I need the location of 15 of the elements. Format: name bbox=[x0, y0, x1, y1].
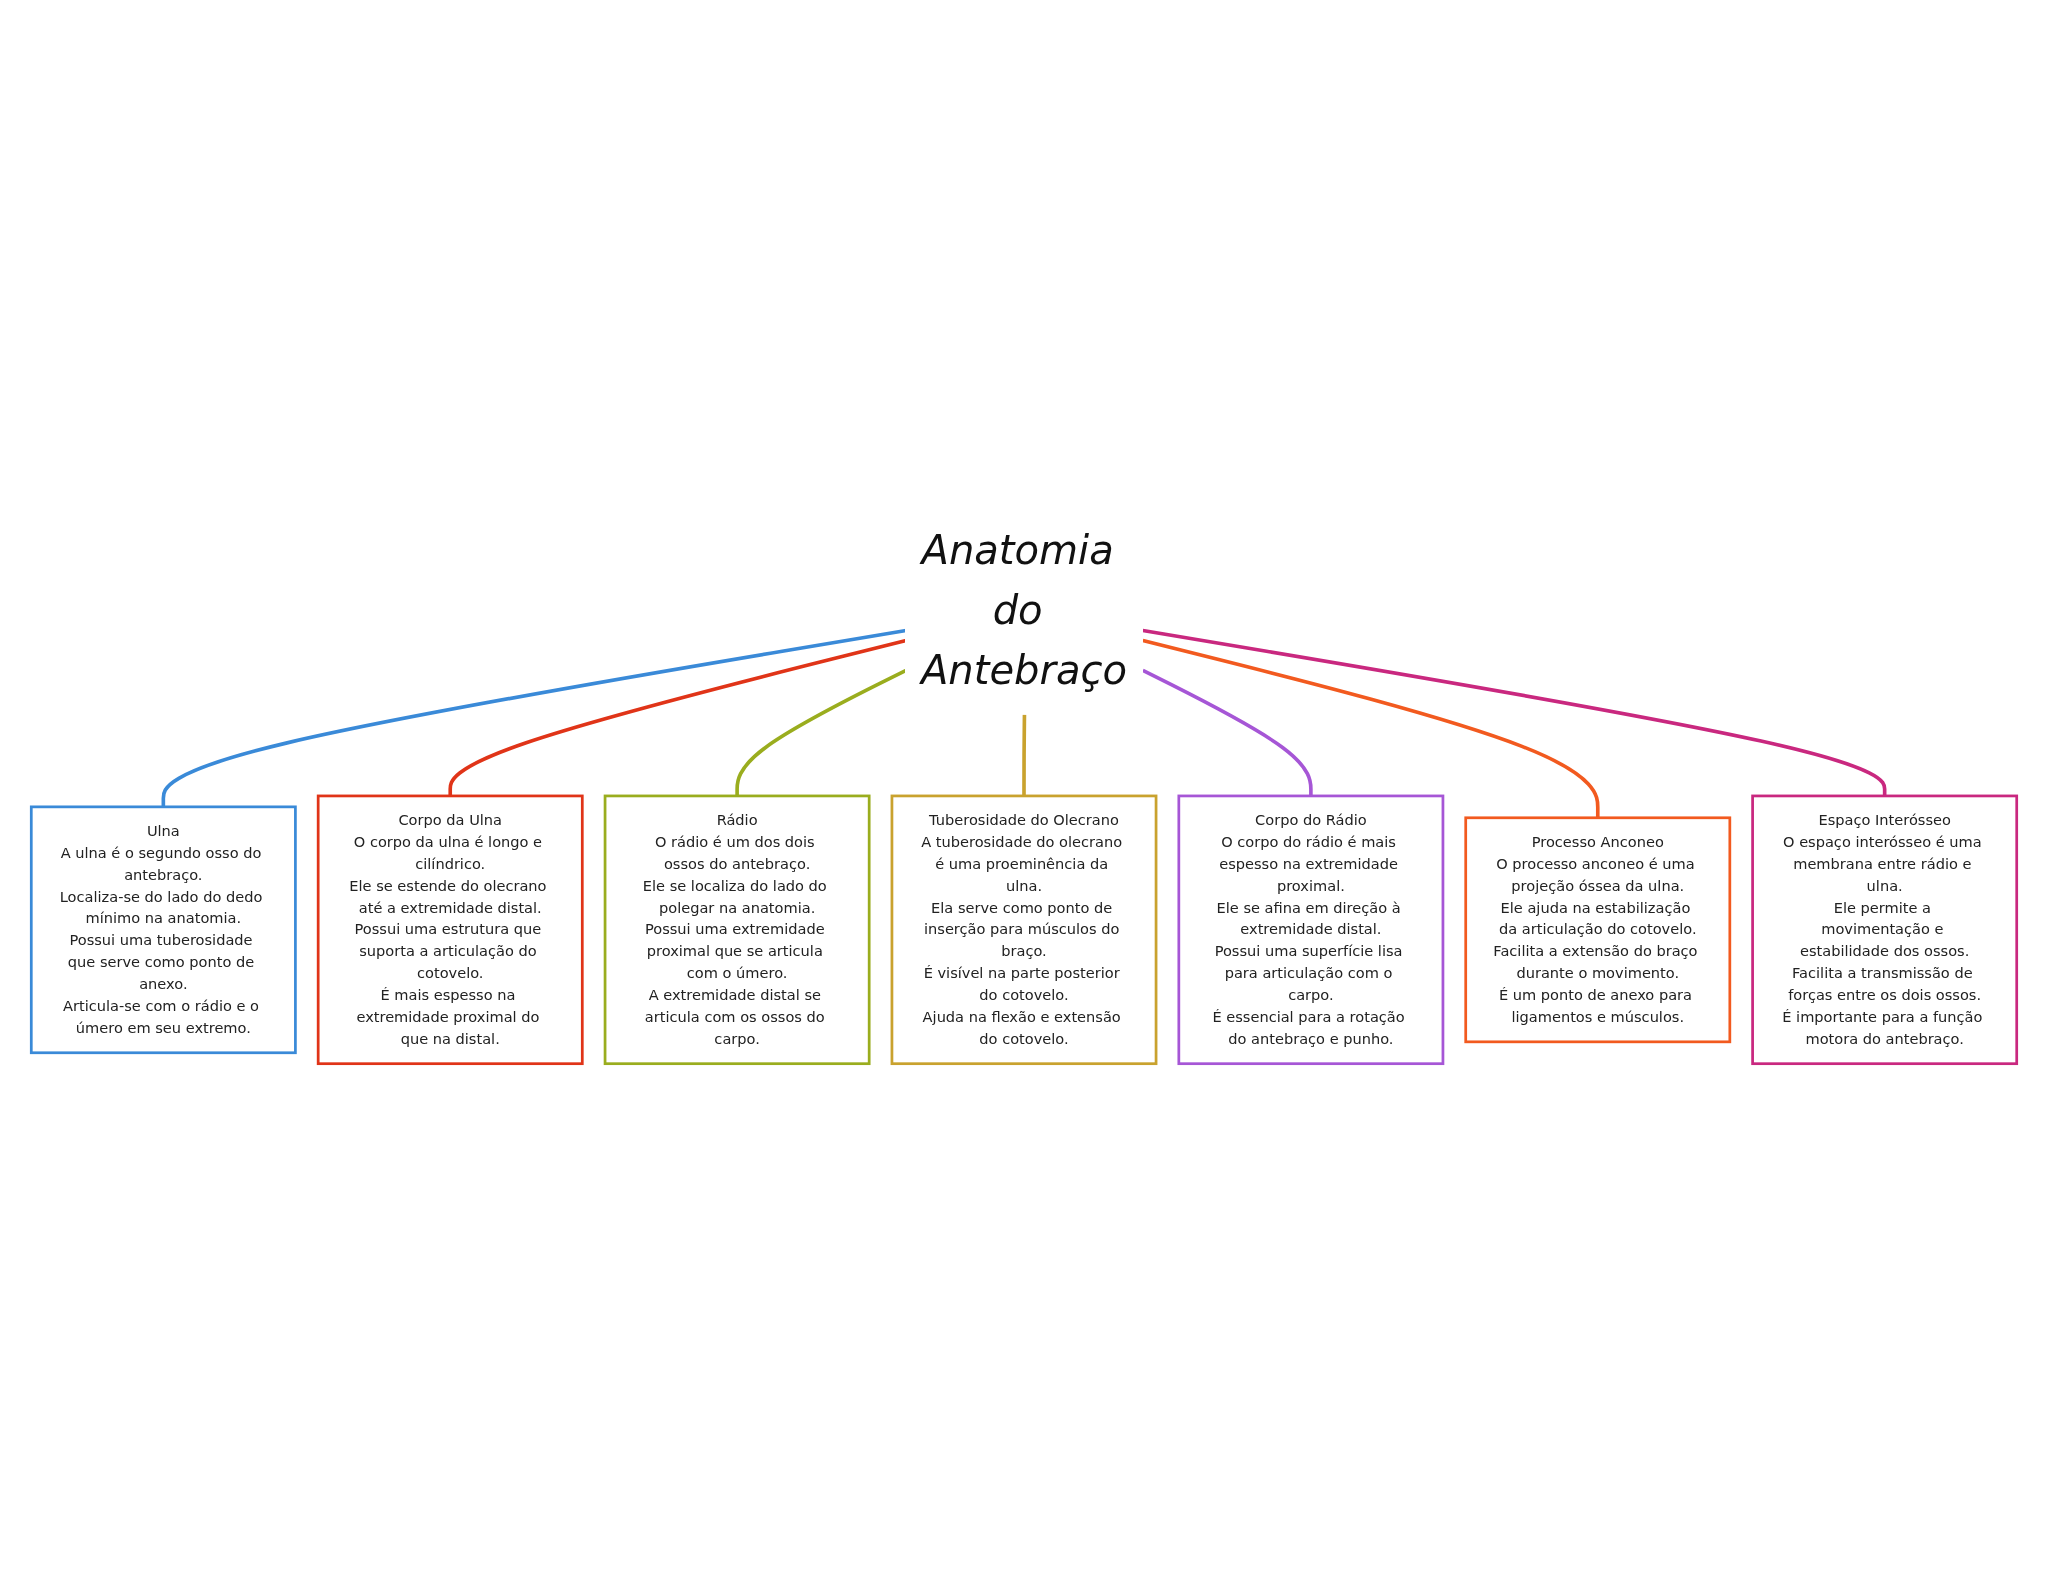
connector bbox=[1142, 668, 1313, 796]
connector bbox=[161, 628, 907, 807]
node-box: Ulna A ulna é o segundo osso do antebraço. Localiza-se do lado do dedo mínimo na anatomia. Possui uma tuberosidade que serve como ponto de anexo. Articula-se com o rádio e o úmero em seu extremo. bbox=[29, 805, 297, 1054]
connector bbox=[735, 668, 907, 796]
node-box: Processo Anconeo O processo anconeo é uma projeção óssea da ulna. Ele ajuda na estabilização da articulação do cotovelo. Facilita a extensão do braço durante o movimento. É um ponto de anexo para ligamentos e músculos. bbox=[1464, 815, 1732, 1043]
node-box: Corpo do Rádio O corpo do rádio é mais espesso na extremidade proximal. Ele se afina em direção à extremidade distal. Possui uma superfície lisa para articulação com o carpo. É essencial para a rotação do antebraço e punho. bbox=[1177, 794, 1445, 1065]
node-text: Anatomia do Antebraço bbox=[920, 525, 1128, 693]
connector bbox=[1022, 713, 1027, 796]
connector bbox=[448, 638, 907, 796]
connector bbox=[1142, 638, 1600, 818]
connector bbox=[1142, 628, 1887, 796]
node-box: Espaço Interósseo O espaço interósseo é uma membrana entre rádio e ulna. Ele permite a movimentação e estabilidade dos ossos. Facilita a transmissão de forças entre os dois ossos. É importante para a função motora do antebraço. bbox=[1751, 794, 2019, 1065]
node-box: Corpo da Ulna O corpo da ulna é longo e cilíndrico. Ele se estende do olecrano até a extremidade distal. Possui uma estrutura que suporta a articulação do cotovelo. É mais espesso na extremidade proximal do que na distal. bbox=[316, 794, 584, 1065]
node-box: Rádio O rádio é um dos dois ossos do antebraço. Ele se localiza do lado do polegar na anatomia. Possui uma extremidade proximal que se articula com o úmero. A extremidade distal se articula com os ossos do carpo. bbox=[603, 794, 871, 1065]
node-box: Tuberosidade do Olecrano A tuberosidade do olecrano é uma proeminência da ulna. Ela serve como ponto de inserção para músculos do braço. É visível na parte posterior do cotovelo. Ajuda na flexão e extensão do cotovelo. bbox=[890, 794, 1158, 1065]
